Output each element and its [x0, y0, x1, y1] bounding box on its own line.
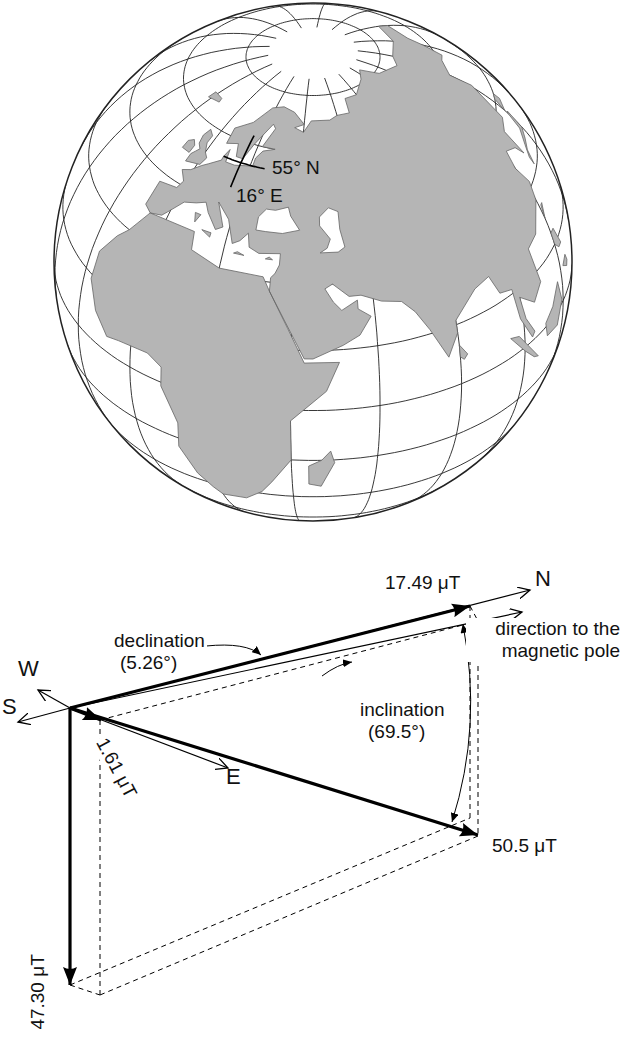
- direction-letter: E: [226, 764, 241, 789]
- component-value: 47.30 μT: [27, 952, 49, 1031]
- direction-letter: W: [18, 656, 39, 681]
- globe-outline: [54, 3, 572, 521]
- angle-value: (69.5°): [366, 721, 427, 743]
- angle-arcs: [206, 625, 471, 822]
- globe-illustration: [0, 0, 627, 540]
- component-value: 17.49 μT: [383, 572, 462, 594]
- graticule: [54, 3, 572, 520]
- dashed-construction: [70, 606, 478, 995]
- field-vectors: [70, 606, 478, 985]
- angle-label: inclination: [358, 699, 447, 721]
- direction-letter: S: [2, 694, 17, 719]
- total-field-value: 50.5 μT: [490, 835, 559, 857]
- direction-letter: N: [535, 566, 551, 591]
- location-crosshair: [224, 136, 265, 187]
- angle-value: (5.26°): [118, 652, 179, 674]
- angle-label: declination: [112, 630, 207, 652]
- component-value: 1.61 μT: [90, 732, 142, 803]
- axis-label: direction to the magnetic pole: [466, 618, 622, 662]
- longitude-label: 16° E: [236, 185, 283, 207]
- globe-disc: [54, 3, 572, 521]
- inland-sea: [256, 207, 345, 253]
- latitude-label: 55° N: [272, 157, 320, 179]
- land-mass: [91, 26, 567, 498]
